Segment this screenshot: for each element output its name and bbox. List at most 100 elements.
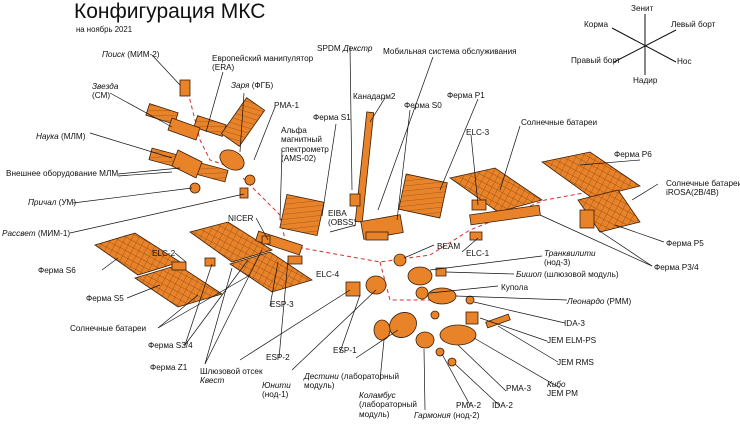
truss-s6-label: Ферма S6 [38, 266, 76, 275]
kibo-pm-module [439, 324, 477, 346]
zarya-label: Заря (ФГБ) [231, 81, 274, 90]
compass-port-label: Левый борт [671, 20, 716, 29]
elc2-label: ELC-2 [152, 249, 176, 258]
p6-solar-array-right [541, 151, 641, 199]
tranquility-node [407, 266, 433, 286]
ida3-label: IDA-3 [564, 319, 585, 328]
ida3-adapter [465, 295, 475, 305]
s1-radiator [279, 193, 325, 237]
era-label: Европейский манипулятор(ERA) [212, 54, 314, 73]
compass-zenith-label: Зенит [631, 4, 654, 13]
unity-label: Юнити(нод-1) [262, 381, 291, 400]
jem-elm-ps [465, 311, 479, 325]
ida2-adapter [447, 357, 457, 367]
compass-stern-label: Корма [584, 20, 609, 29]
cupola-label: Купола [501, 283, 529, 292]
nicer-payload [261, 235, 271, 245]
nicer-label: NICER [228, 214, 254, 223]
columbus-module [373, 319, 391, 341]
s6-solar-array-lower [134, 264, 223, 308]
cupola [415, 286, 429, 300]
pma3-label: PMA-3 [506, 384, 532, 393]
rassvet-label: Рассвет (МИМ-1) [2, 229, 71, 238]
nauka-label: Наука (МЛМ) [36, 132, 86, 141]
rassvet-module [239, 187, 249, 199]
harmony-node [415, 331, 435, 349]
jem-rms-arm [485, 313, 511, 329]
p5-truss [579, 209, 595, 229]
bishop-label: Бишоп (шлюзовой модуль) [516, 270, 619, 279]
zarya-solar-array [220, 97, 266, 147]
solar-arrays-top-label: Солнечные батареи [521, 118, 598, 127]
truss-p34-label: Ферма P3/4 [654, 263, 699, 272]
compass-starboard-label: Правый борт [571, 56, 621, 65]
harmony-label: Гармония (нод-2) [414, 411, 480, 420]
zarya-module [219, 149, 245, 171]
poisk-module [179, 79, 191, 97]
dextre-label: SPDM Декстр [317, 44, 373, 53]
leonardo-module [427, 287, 457, 305]
pma1-adapter [244, 174, 256, 186]
truss-p1-label: Ферма P1 [447, 91, 485, 100]
quest-airlock [345, 281, 361, 297]
elc4-carrier [287, 255, 303, 265]
p-truss-body [469, 204, 541, 226]
pma3-adapter [430, 310, 440, 320]
esp3-platform [204, 257, 216, 267]
elc1-label: ELC-1 [466, 249, 490, 258]
truss-z1-label: Ферма Z1 [150, 363, 188, 372]
orientation-compass [611, 14, 677, 75]
canadarm2-label: Канадарм2 [353, 92, 396, 101]
mss-label: Мобильная система обслуживания [383, 47, 517, 56]
beam-module [393, 253, 407, 267]
unity-node [365, 275, 387, 295]
p6-solar-array-left [449, 167, 543, 213]
tranquility-label: Транквилити(нод-3) [544, 249, 596, 268]
s4-solar-array-upper [189, 221, 273, 263]
truss-s1-label: Ферма S1 [313, 113, 351, 122]
truss-s5-label: Ферма S5 [86, 294, 124, 303]
esp2-label: ESP-2 [266, 353, 290, 362]
nauka-module [171, 149, 203, 179]
truss-p6-label: Ферма P6 [614, 150, 652, 159]
pressurized-modules [345, 253, 511, 367]
dextre-manipulator [349, 193, 361, 207]
truss-s0-label: Ферма S0 [404, 101, 442, 110]
ida2-label: IDA-2 [492, 401, 513, 410]
starboard-truss [94, 193, 325, 308]
solar-arrays-bottom-label: Солнечные батареи [70, 324, 147, 333]
destiny-module [389, 312, 417, 338]
truss-s34-label: Ферма S3/4 [148, 341, 193, 350]
pma1-label: PMA-1 [274, 101, 300, 110]
zvezda-solar-array-left [145, 103, 179, 125]
leonardo-label: Леонардо (PMM) [567, 297, 632, 306]
eiba-label: EIBA(OBSS) [328, 209, 357, 228]
zvezda-module [167, 117, 201, 141]
mss-base [365, 231, 389, 241]
poisk-label: Поиск (МИМ-2) [102, 50, 160, 59]
diagram-title: Конфигурация МКС [74, 0, 266, 23]
p1-radiator [398, 173, 448, 219]
elc1-carrier [469, 231, 483, 241]
elc4-label: ELC-4 [316, 270, 340, 279]
esp3-label: ESP-3 [270, 300, 294, 309]
s4-solar-array-lower [229, 251, 313, 293]
compass-bow-label: Нос [677, 57, 692, 66]
elc3-label: ELC-3 [466, 128, 490, 137]
mlm-outfitting-label: Внешнее оборудование МЛМ [6, 169, 119, 178]
jem-rms-label: JEM RMS [557, 358, 594, 367]
jem-elmps-label: JEM ELM-PS [547, 336, 597, 345]
port-truss [449, 151, 641, 241]
compass-nadir-label: Надир [633, 76, 658, 85]
callout-leader-lines [69, 45, 665, 411]
center-truss [349, 111, 448, 241]
zvezda-label: Звезда(СМ) [92, 82, 119, 101]
pma2-label: PMA-2 [456, 401, 482, 410]
